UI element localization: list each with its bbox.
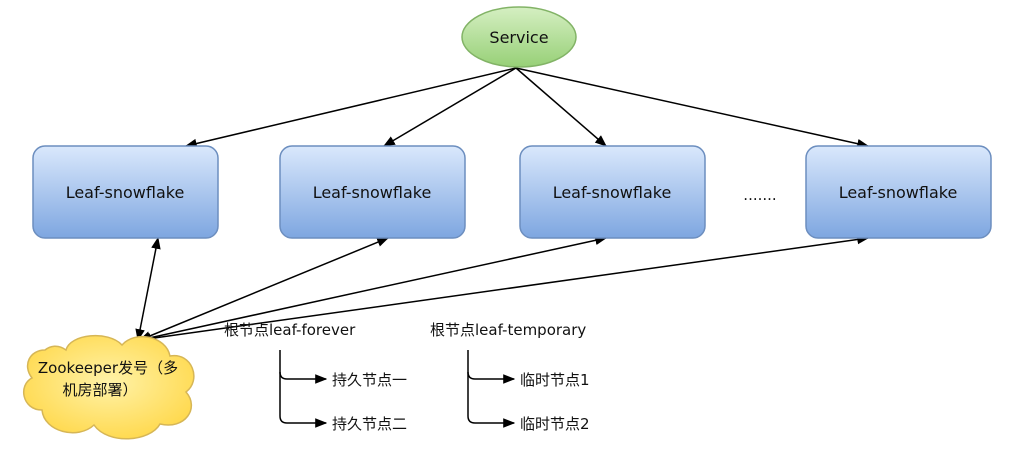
- zookeeper-label-line1: Zookeeper发号（多: [38, 359, 178, 377]
- edge-zk-leaf-1: [135, 236, 161, 342]
- edge-service-leaf-3: [515, 67, 607, 147]
- forever-child-2: 持久节点二: [332, 415, 407, 433]
- service-label: Service: [489, 28, 548, 47]
- temporary-tree: 根节点leaf-temporary 临时节点1 临时节点2: [430, 321, 590, 433]
- temporary-branch-2: [467, 372, 516, 428]
- service-edges: [184, 67, 870, 149]
- edge-service-leaf-1: [184, 67, 517, 149]
- leaf-node-label: Leaf-snowflake: [839, 183, 958, 202]
- edge-zk-leaf-4: [138, 234, 870, 344]
- leaf-node-1: Leaf-snowflake: [32, 145, 219, 239]
- forever-branch-2: [279, 372, 328, 428]
- leaf-node-label: Leaf-snowflake: [66, 183, 185, 202]
- temporary-child-1: 临时节点1: [520, 371, 590, 389]
- leaf-node-label: Leaf-snowflake: [313, 183, 432, 202]
- edge-service-leaf-4: [515, 67, 870, 149]
- leaf-node-3: Leaf-snowflake: [519, 145, 706, 239]
- leaf-node-label: Leaf-snowflake: [553, 183, 672, 202]
- temporary-child-2: 临时节点2: [520, 415, 590, 433]
- leaf-node-4: Leaf-snowflake: [805, 145, 992, 239]
- leaf-node-2: Leaf-snowflake: [279, 145, 466, 239]
- forever-branch-1: [279, 350, 328, 384]
- temporary-root-label: 根节点leaf-temporary: [430, 321, 586, 339]
- forever-root-label: 根节点leaf-forever: [224, 321, 356, 339]
- forever-tree: 根节点leaf-forever 持久节点一 持久节点二: [224, 321, 407, 433]
- forever-child-1: 持久节点一: [332, 371, 407, 389]
- zookeeper-cloud: Zookeeper发号（多 机房部署）: [22, 334, 195, 440]
- ellipsis-label: .......: [743, 186, 776, 204]
- edge-service-leaf-2: [382, 67, 517, 147]
- zookeeper-label-line2: 机房部署）: [62, 381, 137, 399]
- zookeeper-edges: [135, 234, 870, 344]
- service-node: Service: [461, 6, 577, 68]
- temporary-branch-1: [467, 350, 516, 384]
